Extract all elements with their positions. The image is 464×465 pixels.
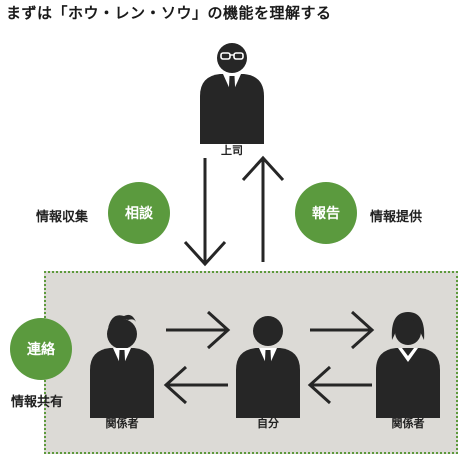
consult-side-label: 情報収集 xyxy=(36,210,89,225)
boss-figure xyxy=(200,43,264,144)
arrow-down-consult xyxy=(183,158,227,267)
contact-side-label: 情報共有 xyxy=(11,395,64,410)
boss-head xyxy=(217,43,247,73)
arrow-left-bottom-right xyxy=(307,365,372,405)
colleague-right-label: 関係者 xyxy=(391,417,425,430)
colleague-left-label: 関係者 xyxy=(105,417,139,430)
colleague-left-figure xyxy=(90,314,154,418)
consult-circle: 相談 xyxy=(108,182,170,244)
boss-label: 上司 xyxy=(221,144,243,157)
self-label: 自分 xyxy=(257,417,279,430)
report-side-label: 情報提供 xyxy=(370,210,423,225)
colleague-right-figure xyxy=(376,312,440,418)
arrow-right-top-right xyxy=(310,310,375,350)
arrow-up-report xyxy=(241,155,285,262)
arrow-right-top-left xyxy=(166,310,231,350)
arrow-left-bottom-left xyxy=(163,365,228,405)
report-circle: 報告 xyxy=(295,182,357,244)
contact-circle: 連絡 xyxy=(10,318,72,380)
page-title: まずは「ホウ・レン・ソウ」の機能を理解する xyxy=(6,4,332,22)
self-figure xyxy=(236,316,300,418)
glasses-icon xyxy=(220,52,244,60)
